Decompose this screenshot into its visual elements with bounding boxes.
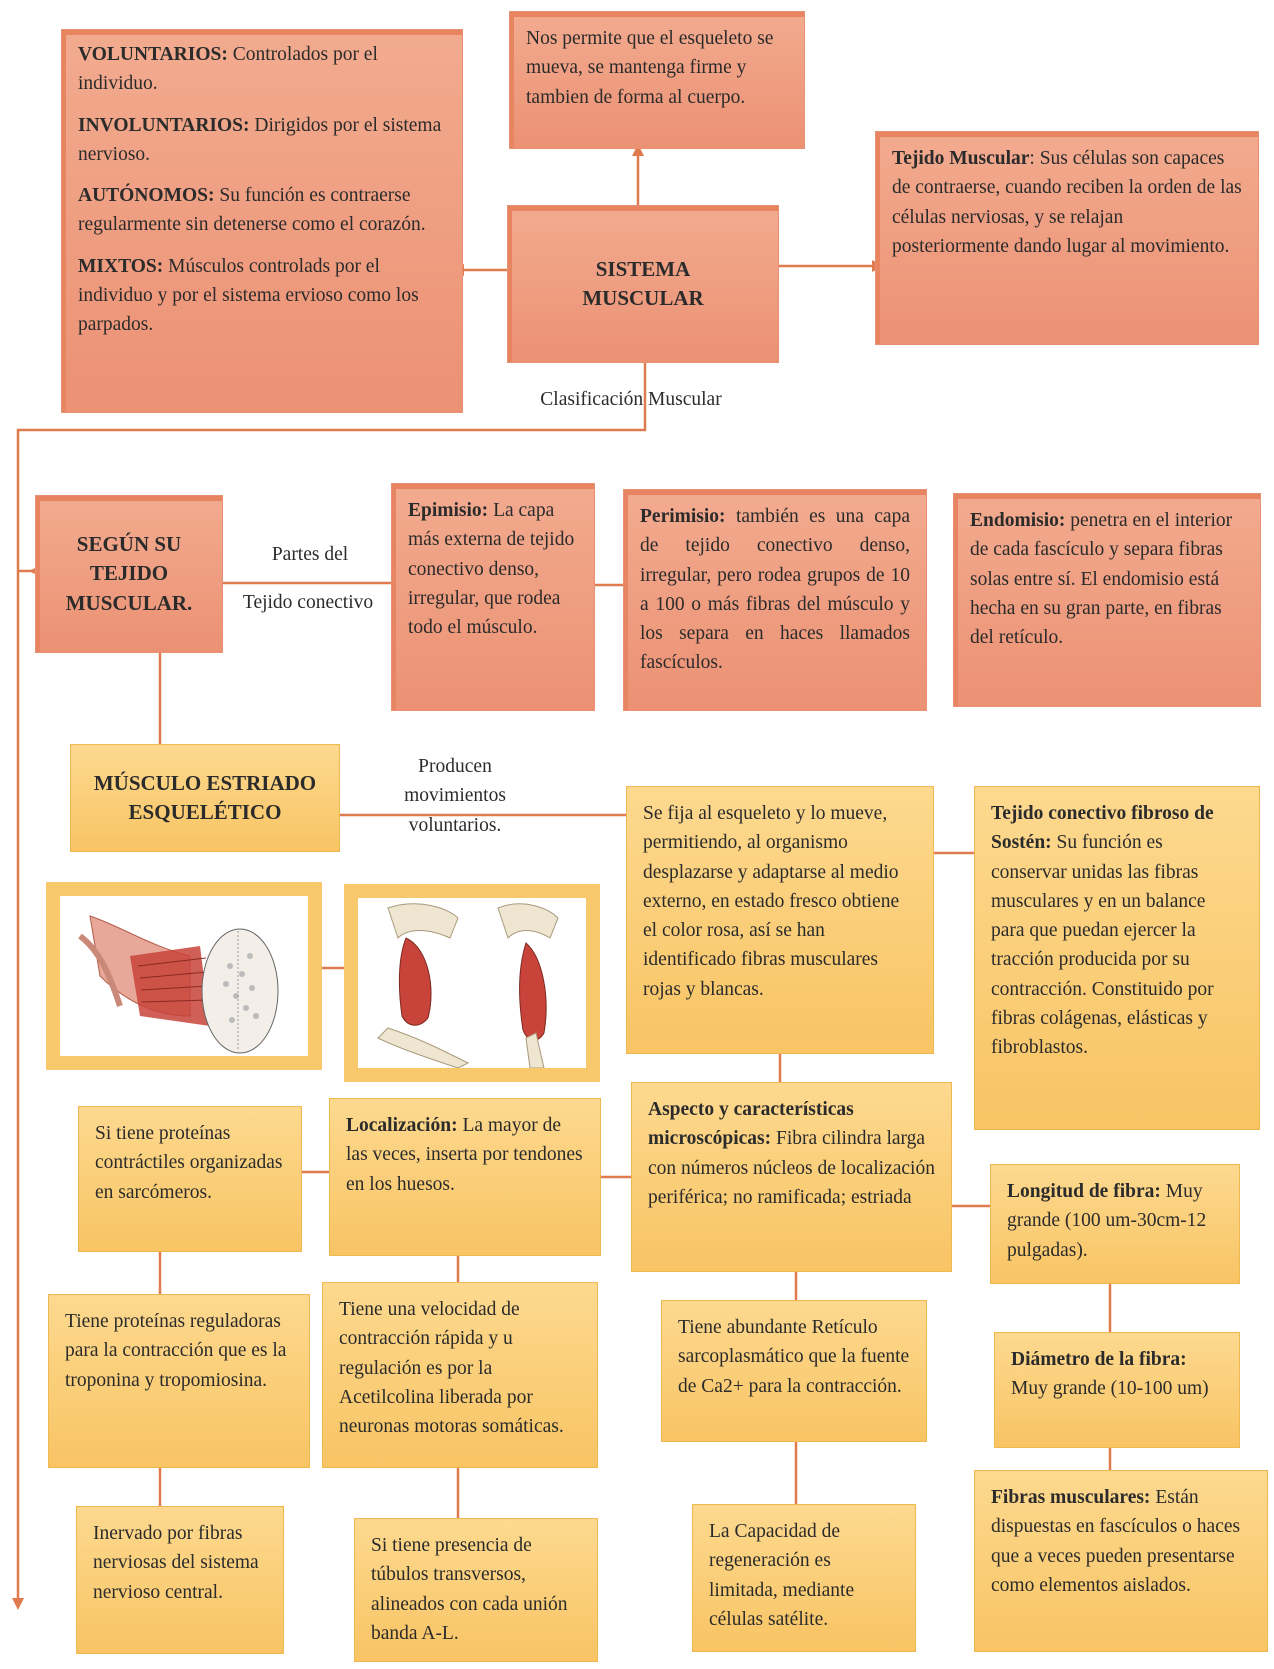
producen-label: Producen movimientos voluntarios.: [404, 756, 506, 836]
skeleton-function-text: Nos permite que el esqueleto se mueva, s…: [526, 28, 774, 108]
se-fija-box: Se fija al esqueleto y lo mueve, permiti…: [626, 786, 934, 1054]
classification-label: Clasificación Muscular: [540, 389, 722, 410]
perimisio-box: Perimisio: también es una capa de tejido…: [624, 490, 926, 710]
longitud-box: Longitud de fibra: Muy grande (100 um-30…: [990, 1164, 1240, 1284]
segun-tejido-title: SEGÚN SU TEJIDO MUSCULAR.: [65, 531, 193, 615]
musculo-estriado-node: MÚSCULO ESTRIADO ESQUELÉTICO: [70, 744, 340, 852]
type-involuntarios: INVOLUNTARIOS: Dirigidos por el sistema …: [78, 114, 442, 165]
fibras-musculares-box: Fibras musculares: Están dispuestas en f…: [974, 1470, 1268, 1652]
partes-label-top: Partes del: [271, 544, 349, 565]
proteinas-reguladoras-box: Tiene proteínas reguladoras para la cont…: [48, 1294, 310, 1468]
musculo-estriado-title: MÚSCULO ESTRIADO ESQUELÉTICO: [93, 770, 317, 824]
segun-tejido-node: SEGÚN SU TEJIDO MUSCULAR.: [36, 496, 222, 652]
arm-muscle-illustration: [358, 898, 586, 1068]
tubulos-box: Si tiene presencia de túbulos transverso…: [354, 1518, 598, 1662]
endomisio-box: Endomisio: penetra en el interior de cad…: [954, 494, 1260, 706]
regeneracion-box: La Capacidad de regeneración es limitada…: [692, 1504, 916, 1652]
muscle-types-box: VOLUNTARIOS: Controlados por el individu…: [62, 30, 462, 412]
sistema-muscular-node: SISTEMA MUSCULAR: [508, 206, 778, 362]
sistema-muscular-title: SISTEMA MUSCULAR: [582, 256, 704, 310]
type-voluntarios: VOLUNTARIOS: Controlados por el individu…: [78, 44, 378, 95]
proteinas-contractiles-box: Si tiene proteínas contráctiles organiza…: [78, 1106, 302, 1252]
type-mixtos: MIXTOS: Músculos controlads por el indiv…: [78, 255, 419, 336]
diametro-box: Diámetro de la fibra: Muy grande (10-100…: [994, 1332, 1240, 1448]
tejido-muscular-text: : Sus células son capaces de contraerse,…: [892, 148, 1242, 257]
skeleton-function-box: Nos permite que el esqueleto se mueva, s…: [510, 12, 804, 148]
tejido-fibroso-box: Tejido conectivo fibroso de Sostén: Su f…: [974, 786, 1260, 1130]
inervado-box: Inervado por fibras nerviosas del sistem…: [76, 1506, 284, 1654]
reticulo-box: Tiene abundante Retículo sarcoplasmático…: [661, 1300, 927, 1442]
type-autonomos: AUTÓNOMOS: Su función es contraerse regu…: [78, 185, 426, 236]
aspecto-box: Aspecto y características microscópicas:…: [631, 1082, 952, 1272]
tejido-muscular-box: Tejido Muscular: Sus células son capaces…: [876, 132, 1258, 344]
tejido-muscular-term: Tejido Muscular: [892, 148, 1030, 169]
muscle-structure-image: [46, 882, 322, 1070]
localizacion-box: Localización: La mayor de las veces, ins…: [329, 1098, 601, 1256]
epimisio-box: Epimisio: La capa más externa de tejido …: [392, 484, 594, 710]
velocidad-box: Tiene una velocidad de contracción rápid…: [322, 1282, 598, 1468]
muscle-structure-illustration: [60, 896, 308, 1056]
partes-label-bottom: Tejido conectivo: [242, 592, 374, 613]
arm-muscle-image: [344, 884, 600, 1082]
